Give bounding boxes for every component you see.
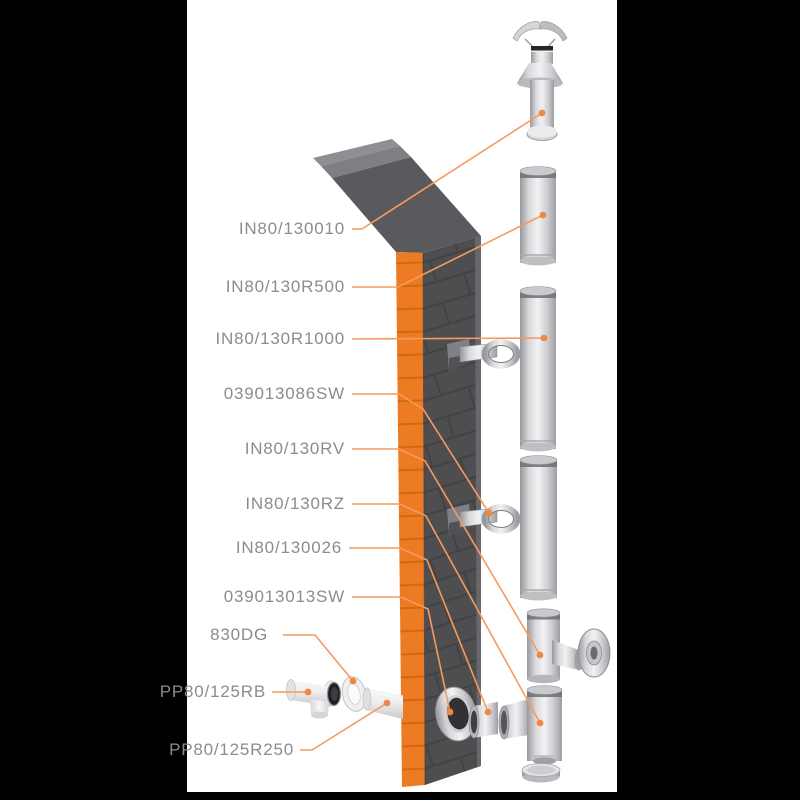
leader-pp-wall-pipe <box>300 699 391 751</box>
part-label-pipe-1000mm: IN80/130R1000 <box>215 329 345 348</box>
part-wall-bracket-upper <box>447 339 521 371</box>
leader-rosette-ring <box>283 634 357 685</box>
part-wall-plate <box>435 686 477 742</box>
part-wall-bracket-lower <box>447 504 521 536</box>
part-label-terminal-rain-cap: IN80/130010 <box>238 219 345 238</box>
part-label-tee: IN80/130RZ <box>245 494 345 513</box>
part-tee <box>498 685 563 765</box>
part-rosette-ring <box>341 676 367 712</box>
leader-lines <box>272 109 548 751</box>
part-terminal-rain-cap <box>512 21 568 141</box>
part-label-wall-plate: 039013013SW <box>223 587 345 606</box>
wall-slant-light-face <box>321 146 411 178</box>
leader-inspection-tee <box>352 448 544 659</box>
part-label-inspection-tee: IN80/130RV <box>244 439 345 458</box>
wall-right-edge-highlight <box>475 236 481 767</box>
part-pipe-1000mm <box>519 286 557 452</box>
part-label-rosette-ring: 830DG <box>210 625 268 644</box>
part-label-pp-wall-pipe: PP80/125R250 <box>169 740 294 759</box>
part-label-pipe-500mm: IN80/130R500 <box>225 277 345 296</box>
part-end-cap <box>521 763 561 783</box>
part-wall-adapter <box>468 702 498 739</box>
wall-orange-side-face <box>396 252 425 787</box>
part-inspection-tee <box>526 608 611 684</box>
part-label-wall-adapter: IN80/130026 <box>235 538 342 557</box>
part-label-pp-boiler-tee: PP80/125RB <box>159 682 266 701</box>
leader-wall-adapter <box>349 547 492 716</box>
leader-wall-plate <box>352 596 454 716</box>
part-pp-boiler-tee <box>286 679 342 719</box>
part-pipe-500mm <box>519 166 557 266</box>
part-pipe-1000mm-b <box>519 455 558 601</box>
wall-top-edge-face <box>313 139 400 166</box>
leader-pp-boiler-tee <box>272 688 312 696</box>
leader-wall-bracket <box>352 393 493 517</box>
leader-pipe-1000mm <box>351 334 548 342</box>
leader-tee <box>352 503 544 727</box>
leader-terminal-rain-cap <box>352 109 546 230</box>
wall-corner-line <box>422 252 426 786</box>
part-label-wall-bracket: 039013086SW <box>223 384 345 403</box>
wall-slant-face <box>332 157 481 253</box>
leader-pipe-500mm <box>352 211 547 288</box>
